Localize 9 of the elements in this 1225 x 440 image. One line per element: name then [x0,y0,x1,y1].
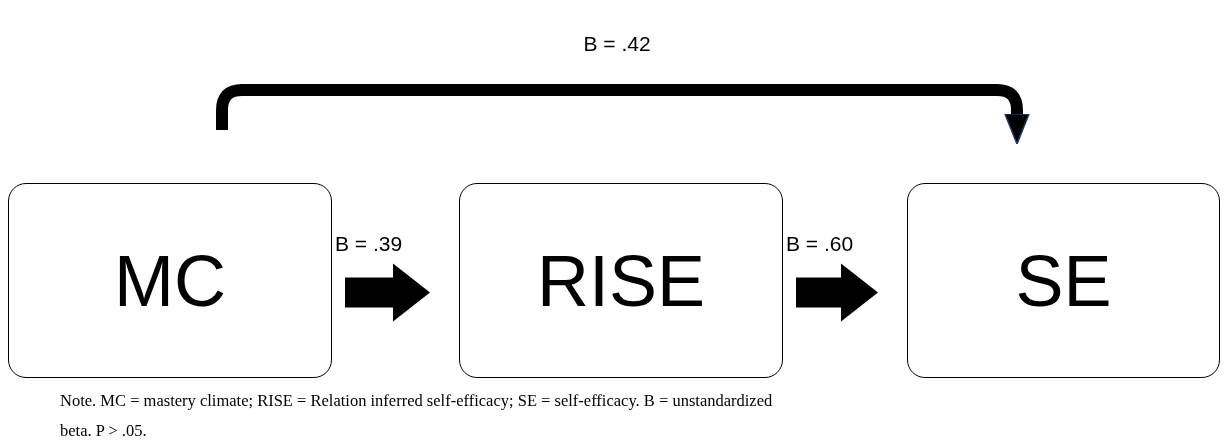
process-box [8,183,332,378]
block-arrow [345,263,430,322]
node-label: MC [114,244,226,317]
block-arrow [796,263,878,322]
node-label: SE [1015,244,1112,317]
node-label: RISE [536,244,705,317]
process-box [907,183,1220,378]
process-box [459,183,783,378]
note-text: Note. MC = mastery climate; RISE = Relation inferred self-efficacy; SE = self-efficacy. B = unstandardized beta. P > .05. [60,390,774,440]
